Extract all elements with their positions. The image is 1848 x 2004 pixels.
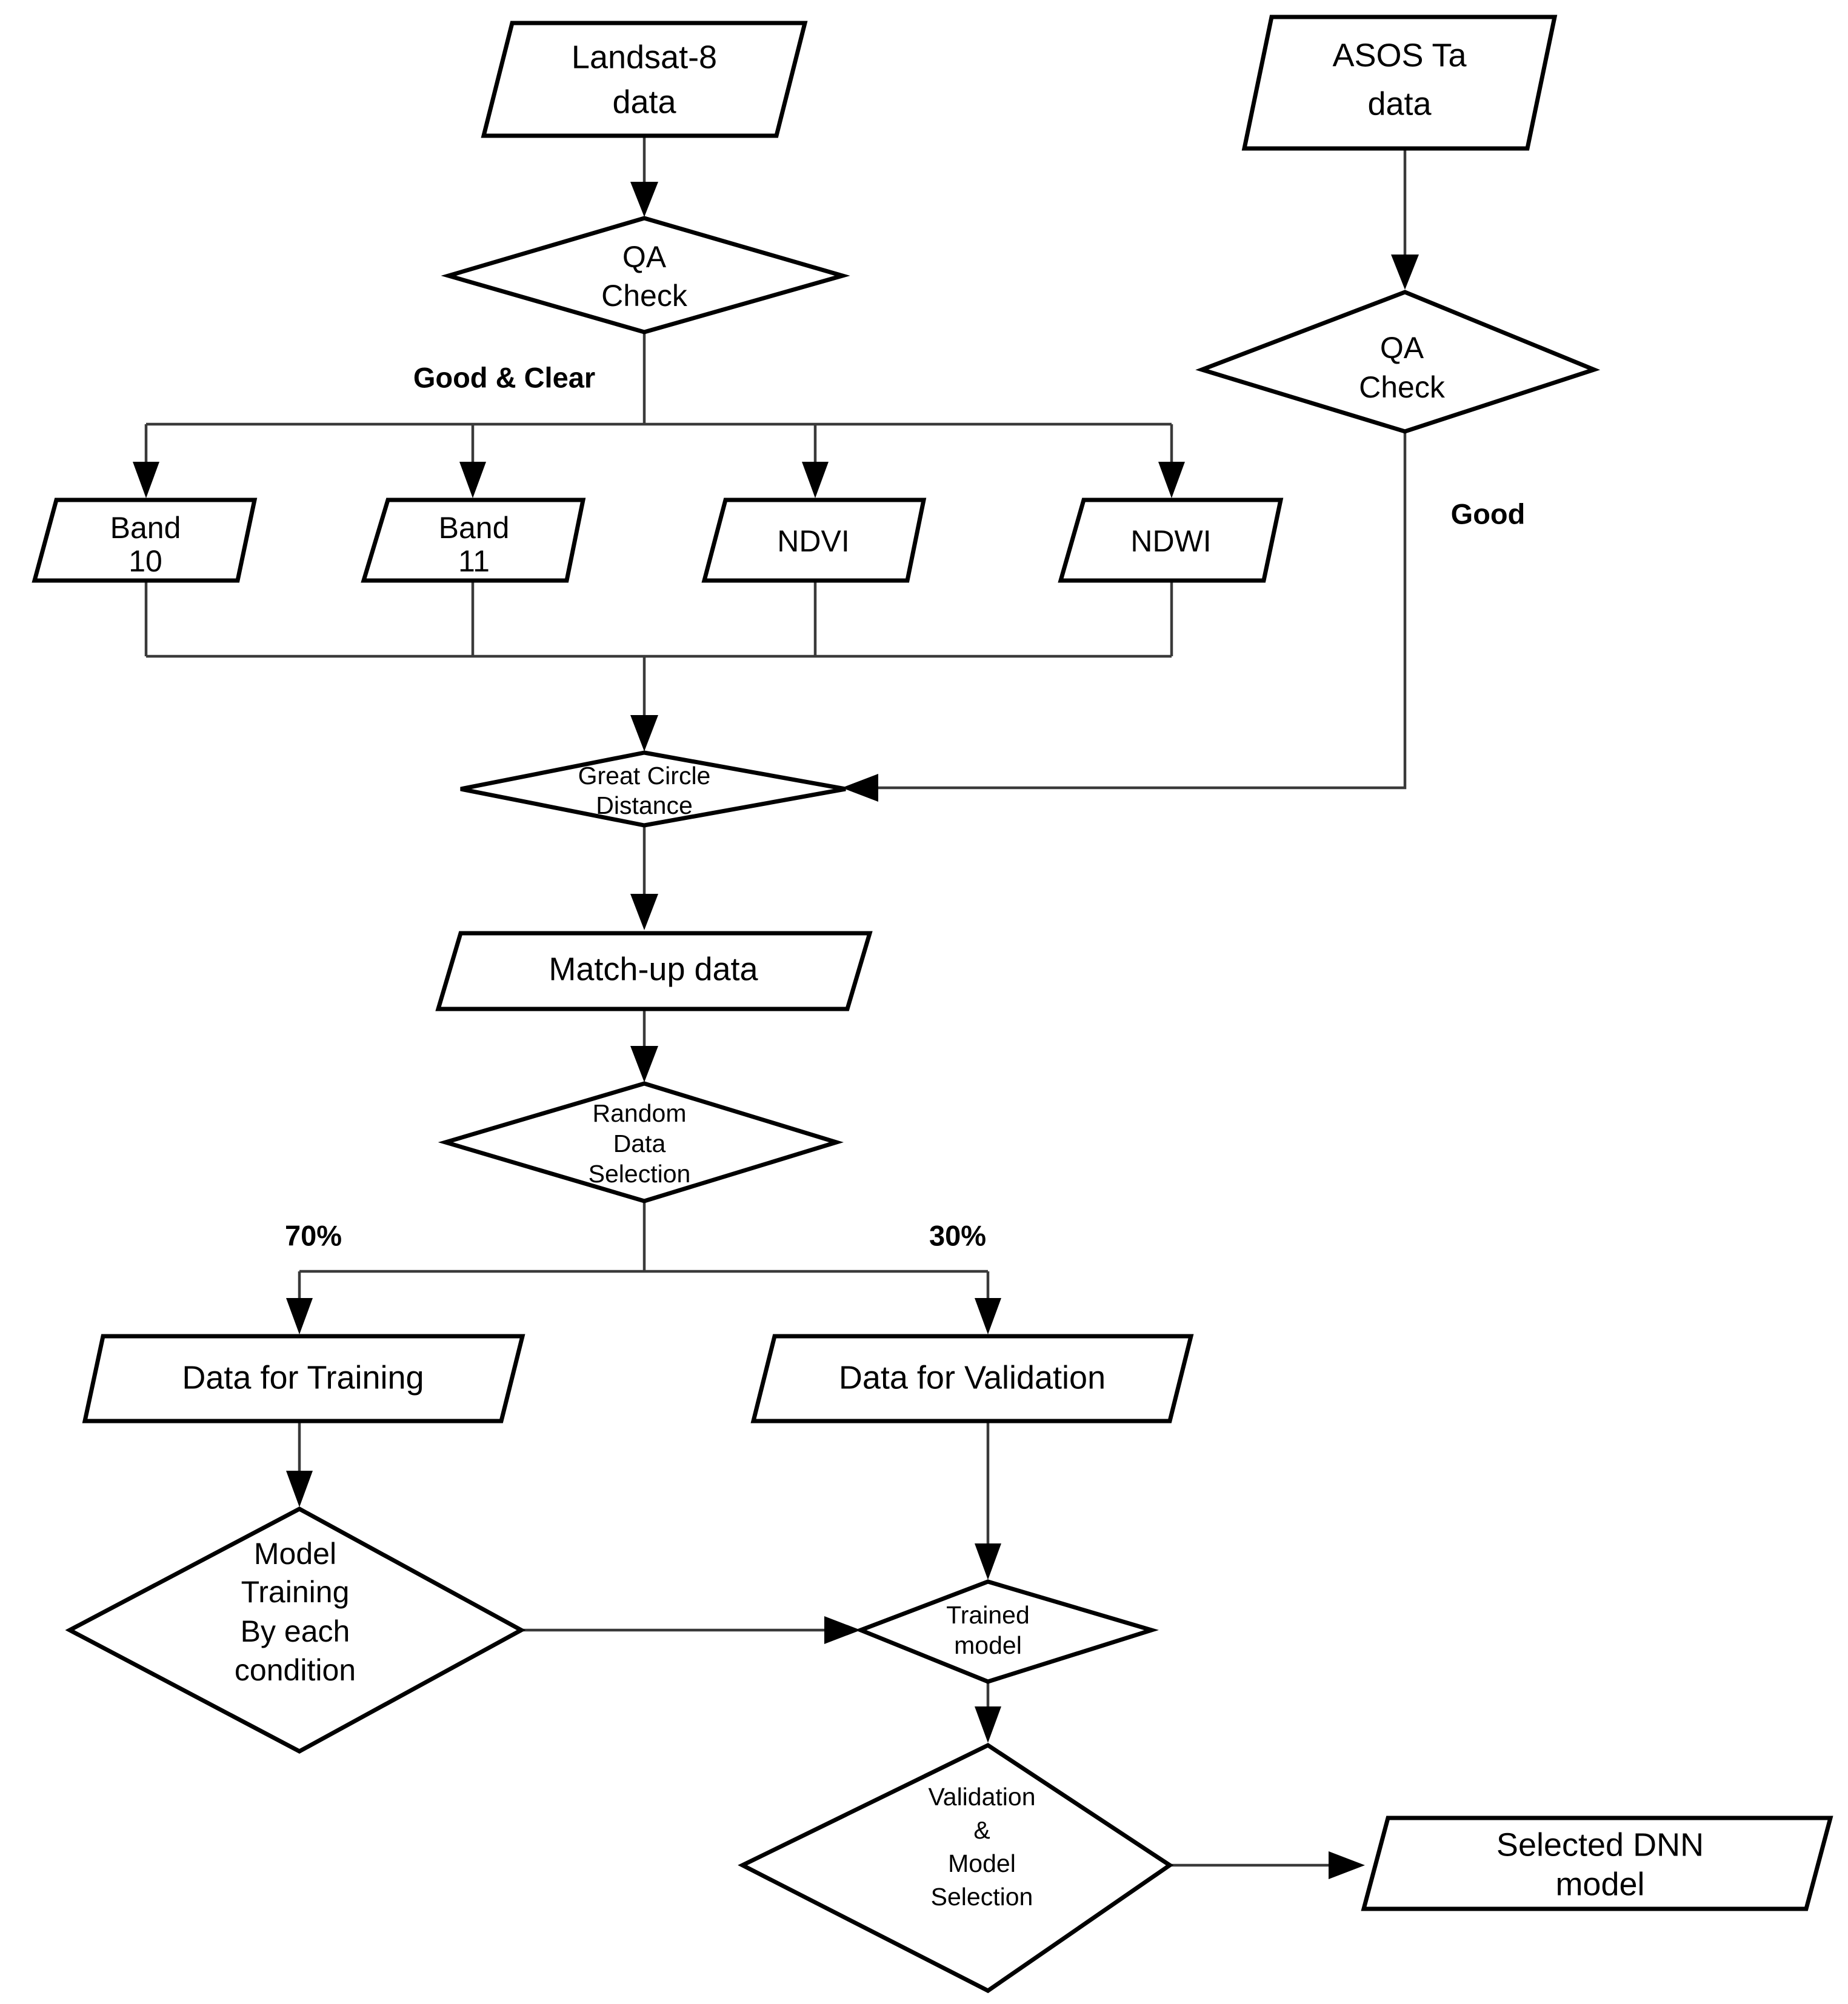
node-ndwi[interactable]: NDWI bbox=[1058, 498, 1284, 583]
node-landsat-data[interactable]: Landsat-8 data bbox=[481, 21, 808, 138]
connector-random-split bbox=[286, 1201, 1001, 1334]
node-trained-model[interactable]: Trained model bbox=[855, 1579, 1159, 1684]
node-random-line1: Random bbox=[593, 1099, 687, 1127]
edge-label-split-valid: 30% bbox=[929, 1219, 986, 1251]
node-selected-dnn-line2: model bbox=[1555, 1866, 1644, 1902]
node-great-circle-line2: Distance bbox=[596, 791, 693, 819]
node-qa-check-left[interactable]: QA Check bbox=[441, 216, 850, 335]
connector-trained-model-to-validation bbox=[975, 1682, 1001, 1743]
node-asos-data[interactable]: ASOS Ta data bbox=[1241, 15, 1558, 151]
node-selected-dnn-model[interactable]: Selected DNN model bbox=[1361, 1816, 1833, 1911]
node-landsat-data-line2: data bbox=[612, 84, 676, 120]
node-model-training-line3: By each bbox=[241, 1614, 350, 1648]
connector-validation-to-selected-dnn bbox=[1167, 1851, 1365, 1879]
connector-model-training-to-trained-model bbox=[518, 1616, 861, 1644]
node-validation-line4: Selection bbox=[931, 1883, 1033, 1911]
node-qa-check-left-line1: QA bbox=[622, 240, 667, 274]
node-trained-model-line1: Trained bbox=[946, 1601, 1030, 1629]
node-band10-line2: 10 bbox=[128, 544, 162, 578]
node-matchup-data[interactable]: Match-up data bbox=[435, 931, 873, 1011]
node-ndvi-line1: NDVI bbox=[777, 524, 849, 558]
edge-label-good: Good bbox=[1451, 498, 1526, 530]
node-model-training[interactable]: Model Training By each condition bbox=[65, 1506, 526, 1754]
node-asos-data-line2: data bbox=[1367, 85, 1432, 122]
node-data-for-validation[interactable]: Data for Validation bbox=[750, 1334, 1194, 1423]
connector-landsat-to-qa bbox=[630, 136, 658, 217]
node-ndvi[interactable]: NDVI bbox=[701, 498, 927, 583]
node-qa-check-left-line2: Check bbox=[601, 279, 688, 313]
node-random-line3: Selection bbox=[589, 1160, 691, 1188]
connector-qa-right-to-great-circle bbox=[842, 430, 1407, 802]
node-matchup-data-line1: Match-up data bbox=[549, 951, 758, 987]
node-band10-line1: Band bbox=[110, 511, 181, 545]
node-band11-line1: Band bbox=[439, 511, 510, 545]
node-random-data-selection[interactable]: Random Data Selection bbox=[438, 1081, 844, 1203]
node-landsat-data-line1: Landsat-8 bbox=[572, 39, 717, 75]
node-asos-data-line1: ASOS Ta bbox=[1332, 37, 1467, 73]
node-model-training-line1: Model bbox=[254, 1537, 336, 1571]
edge-label-good-and-clear: Good & Clear bbox=[413, 361, 595, 393]
node-validation-line3: Model bbox=[948, 1849, 1016, 1877]
node-qa-check-right-line2: Check bbox=[1359, 370, 1446, 404]
node-validation-line2: & bbox=[973, 1816, 990, 1844]
connector-asos-to-qa bbox=[1391, 149, 1419, 290]
node-random-line2: Data bbox=[613, 1130, 666, 1157]
node-trained-model-line2: model bbox=[954, 1631, 1022, 1659]
node-validation-model-selection[interactable]: Validation & Model Selection bbox=[738, 1742, 1174, 1994]
connector-validation-to-trained-model bbox=[975, 1421, 1001, 1580]
node-validation-line1: Validation bbox=[928, 1783, 1035, 1811]
node-band11[interactable]: Band 11 bbox=[361, 498, 586, 583]
node-model-training-line4: condition bbox=[235, 1653, 356, 1687]
node-great-circle-line1: Great Circle bbox=[578, 762, 711, 790]
node-qa-check-right[interactable]: QA Check bbox=[1195, 290, 1601, 434]
node-band10[interactable]: Band 10 bbox=[32, 498, 258, 583]
node-data-training-line1: Data for Training bbox=[182, 1359, 424, 1396]
node-selected-dnn-line1: Selected DNN bbox=[1496, 1826, 1704, 1863]
connector-qa-left-to-bus bbox=[133, 332, 1185, 498]
connector-matchup-to-random bbox=[630, 1009, 658, 1082]
node-ndwi-line1: NDWI bbox=[1130, 524, 1211, 558]
node-data-for-training[interactable]: Data for Training bbox=[82, 1334, 525, 1423]
edge-label-split-train: 70% bbox=[285, 1219, 342, 1251]
connector-great-circle-to-matchup bbox=[630, 825, 658, 930]
node-data-validation-line1: Data for Validation bbox=[839, 1359, 1106, 1396]
connector-bands-to-great-circle bbox=[144, 579, 1173, 751]
node-model-training-line2: Training bbox=[241, 1575, 350, 1609]
node-great-circle-distance[interactable]: Great Circle Distance bbox=[460, 750, 846, 828]
node-band11-line2: 11 bbox=[458, 544, 490, 578]
node-qa-check-right-line1: QA bbox=[1380, 331, 1424, 365]
connector-training-to-model-training bbox=[286, 1421, 313, 1507]
